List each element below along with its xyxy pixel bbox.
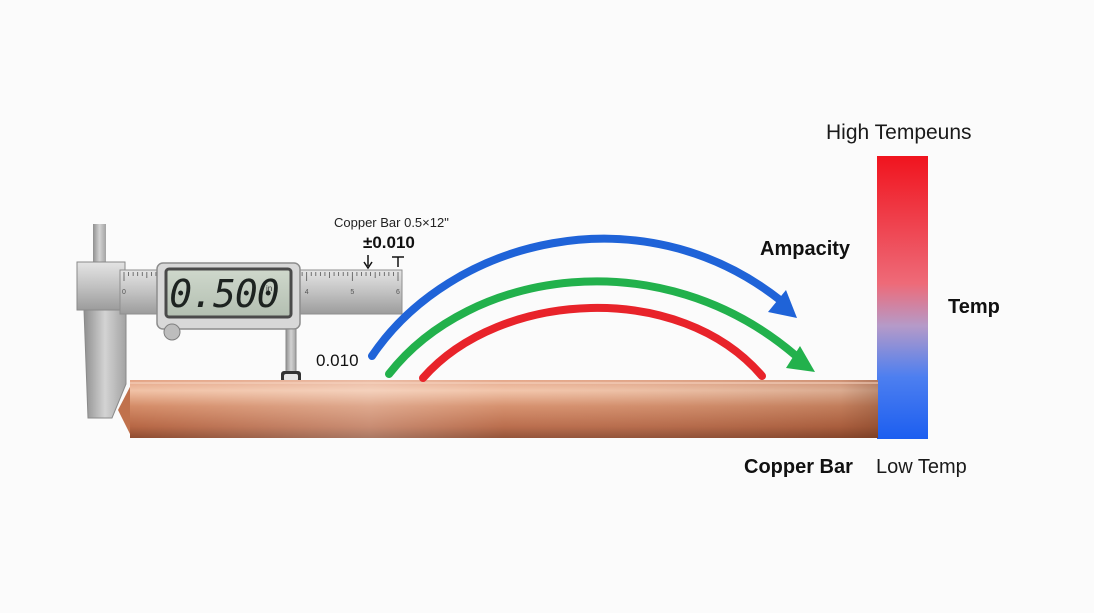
caliper-reading: 0.500 <box>169 272 279 316</box>
ampacity-label: Ampacity <box>760 238 851 260</box>
copper-bar-spec-label: Copper Bar 0.5×12" <box>334 215 449 230</box>
caliper-fixed-head <box>76 261 126 311</box>
scale-number: 6 <box>396 289 400 296</box>
low-temp-label: Low Temp <box>876 456 967 478</box>
red-arc <box>419 303 766 382</box>
caliper: 0123456 <box>76 224 403 419</box>
temp-label: Temp <box>948 296 1000 318</box>
caliper-lcd <box>164 267 293 319</box>
green-arrowhead <box>786 346 815 372</box>
copper-bar-tip <box>118 383 132 438</box>
gap-annotation-label: 0.010 <box>316 351 359 370</box>
caliper-unit-label: in <box>266 284 273 293</box>
high-temp-label: High Tempeuns <box>826 121 972 144</box>
copper-bar-label: Copper Bar <box>744 456 853 478</box>
temperature-scale-bar <box>877 156 928 439</box>
scale-number: 4 <box>305 289 309 296</box>
scale-number: 5 <box>350 289 354 296</box>
caliper-thumb-roller <box>163 323 181 341</box>
caliper-sliding-jaw <box>285 328 297 376</box>
blue-arrowhead <box>768 290 797 318</box>
blue-arc <box>368 234 784 360</box>
caliper-lower-jaw <box>83 309 127 419</box>
copper-bar <box>118 380 878 438</box>
caliper-depth-rod <box>93 224 106 264</box>
tolerance-label: ±0.010 <box>363 233 415 252</box>
tolerance-markers <box>363 255 404 270</box>
ampacity-arcs <box>368 234 815 382</box>
green-arc <box>385 277 799 378</box>
scale-number: 0 <box>122 289 126 296</box>
